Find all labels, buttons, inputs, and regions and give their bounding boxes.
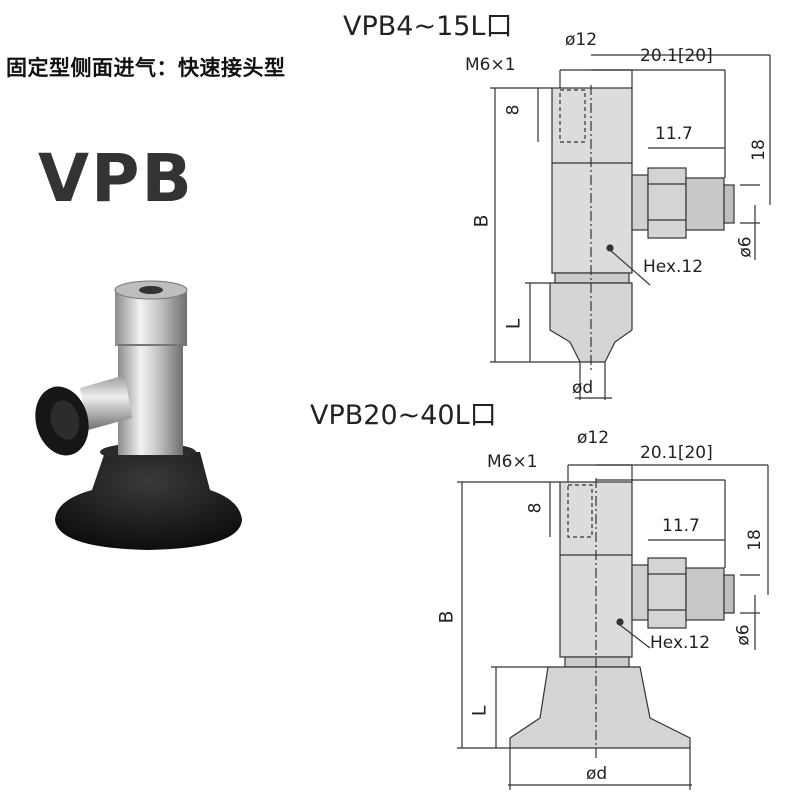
bottom-hex-label: Hex.12 [650, 633, 711, 653]
diagram-top-title: VPB4~15L口 [343, 11, 513, 42]
top-thread-depth-label: 8 [503, 104, 524, 116]
top-hex-label: Hex.12 [643, 257, 704, 277]
bottom-thread-depth-label: 8 [525, 502, 546, 514]
bottom-pad-length-label: L [468, 705, 491, 717]
top-tube-label: ø6 [735, 236, 756, 258]
top-pad-diameter-label: ød [572, 378, 594, 398]
top-thread-label: M6×1 [465, 55, 516, 75]
top-bore-label: ø12 [565, 30, 598, 50]
bottom-bore-label: ø12 [577, 428, 610, 448]
bottom-tube-label: ø6 [733, 624, 754, 646]
top-drawing [490, 54, 771, 400]
bottom-drawing [457, 464, 769, 790]
diagram-bottom-title: VPB20~40L口 [310, 400, 497, 431]
top-fitting-length-label: 11.7 [655, 124, 693, 144]
top-total-height-label: B [470, 214, 493, 228]
top-pad-length-label: L [502, 318, 525, 330]
bottom-fitting-length-label: 11.7 [662, 516, 700, 536]
bottom-height-18-label: 18 [744, 529, 765, 551]
top-offset-label: 20.1[20] [640, 46, 713, 66]
subtitle: 固定型侧面进气：快速接头型 [6, 56, 286, 80]
bottom-total-height-label: B [435, 610, 458, 624]
bottom-thread-label: M6×1 [487, 452, 538, 472]
bottom-pad-diameter-label: ød [586, 764, 608, 784]
top-height-18-label: 18 [748, 139, 769, 161]
product-name: VPB [38, 140, 194, 217]
bottom-offset-label: 20.1[20] [640, 443, 713, 463]
